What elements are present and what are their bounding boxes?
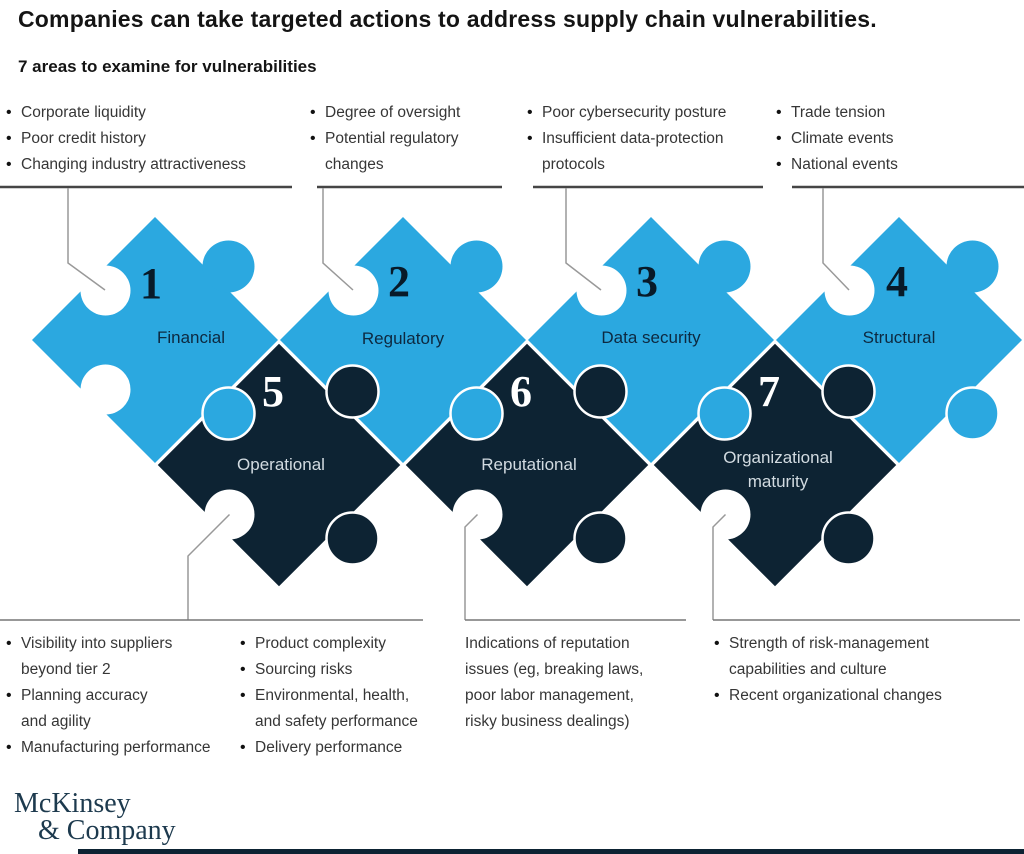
piece-label-data-security: Data security	[601, 328, 701, 347]
list-item: •Poor credit history	[6, 126, 301, 152]
bullet-icon: •	[310, 130, 316, 147]
bullet-icon: •	[240, 661, 246, 678]
logo-line-2: & Company	[38, 815, 176, 846]
vulnerability-list-operational-b: •Product complexity •Sourcing risks •Env…	[240, 631, 458, 761]
bullet-icon: •	[6, 156, 12, 173]
list-item: •Strength of risk-management capabilitie…	[714, 631, 1014, 683]
list-item: •Potential regulatory changes	[310, 126, 510, 178]
bullet-icon: •	[776, 130, 782, 147]
page-title: Companies can take targeted actions to a…	[18, 6, 877, 32]
vulnerability-list-org-maturity: •Strength of risk-management capabilitie…	[714, 631, 1014, 709]
bullet-icon: •	[6, 104, 12, 121]
piece-label-reputational: Reputational	[481, 455, 577, 474]
list-item: •Delivery performance	[240, 735, 458, 761]
list-item: Indications of reputation issues (eg, br…	[465, 635, 644, 730]
bullet-icon: •	[714, 635, 720, 652]
vulnerability-list-structural: •Trade tension •Climate events •National…	[776, 100, 1021, 178]
bullet-icon: •	[310, 104, 316, 121]
list-item: •Manufacturing performance	[6, 735, 234, 761]
piece-label-structural: Structural	[862, 328, 936, 347]
bullet-icon: •	[776, 104, 782, 121]
list-item: •Visibility into suppliers beyond tier 2	[6, 631, 234, 683]
piece-label-org-maturity: Organizational maturity	[723, 448, 833, 491]
bullet-icon: •	[527, 104, 533, 121]
bullet-icon: •	[240, 635, 246, 652]
list-item: •Product complexity	[240, 631, 458, 657]
logo-line-1: McKinsey	[14, 788, 131, 819]
piece-number-structural: 4	[886, 257, 908, 306]
piece-number-regulatory: 2	[388, 257, 410, 306]
bullet-icon: •	[776, 156, 782, 173]
bullet-icon: •	[240, 739, 246, 756]
bullet-icon: •	[527, 130, 533, 147]
piece-label-operational: Operational	[237, 455, 325, 474]
vulnerability-list-data-security: •Poor cybersecurity posture •Insufficien…	[527, 100, 767, 178]
list-item: •Climate events	[776, 126, 1021, 152]
list-item: •Changing industry attractiveness	[6, 152, 301, 178]
piece-label-regulatory: Regulatory	[361, 329, 445, 348]
vulnerability-list-reputational: Indications of reputation issues (eg, br…	[465, 631, 685, 735]
bottom-edge-bar	[78, 849, 1024, 854]
list-item: •Trade tension	[776, 100, 1021, 126]
vulnerability-list-financial: •Corporate liquidity •Poor credit histor…	[6, 100, 301, 178]
piece-number-reputational: 6	[510, 367, 532, 416]
piece-number-financial: 1	[140, 259, 162, 308]
list-item: •Environmental, health, and safety perfo…	[240, 683, 458, 735]
list-item: •Corporate liquidity	[6, 100, 301, 126]
bullet-icon: •	[6, 635, 12, 652]
list-item: •National events	[776, 152, 1021, 178]
piece-number-org-maturity: 7	[758, 367, 780, 416]
subtitle: 7 areas to examine for vulnerabilities	[18, 57, 317, 76]
list-item: •Planning accuracy and agility	[6, 683, 234, 735]
piece-label-financial: Financial	[156, 328, 226, 347]
list-item: •Degree of oversight	[310, 100, 510, 126]
bullet-icon: •	[6, 739, 12, 756]
list-item: •Insufficient data-protection protocols	[527, 126, 767, 178]
piece-number-data-security: 3	[636, 257, 658, 306]
bullet-icon: •	[6, 130, 12, 147]
bullet-icon: •	[6, 687, 12, 704]
blue-tabs-over-dark	[201, 386, 1000, 441]
connector-lines	[67, 188, 850, 620]
vulnerability-list-regulatory: •Degree of oversight •Potential regulato…	[310, 100, 510, 178]
list-item: •Recent organizational changes	[714, 683, 1014, 709]
piece-number-operational: 5	[262, 367, 284, 416]
bullet-icon: •	[714, 687, 720, 704]
bullet-icon: •	[240, 687, 246, 704]
list-item: •Sourcing risks	[240, 657, 458, 683]
list-item: •Poor cybersecurity posture	[527, 100, 767, 126]
vulnerability-list-operational-a: •Visibility into suppliers beyond tier 2…	[6, 631, 234, 761]
